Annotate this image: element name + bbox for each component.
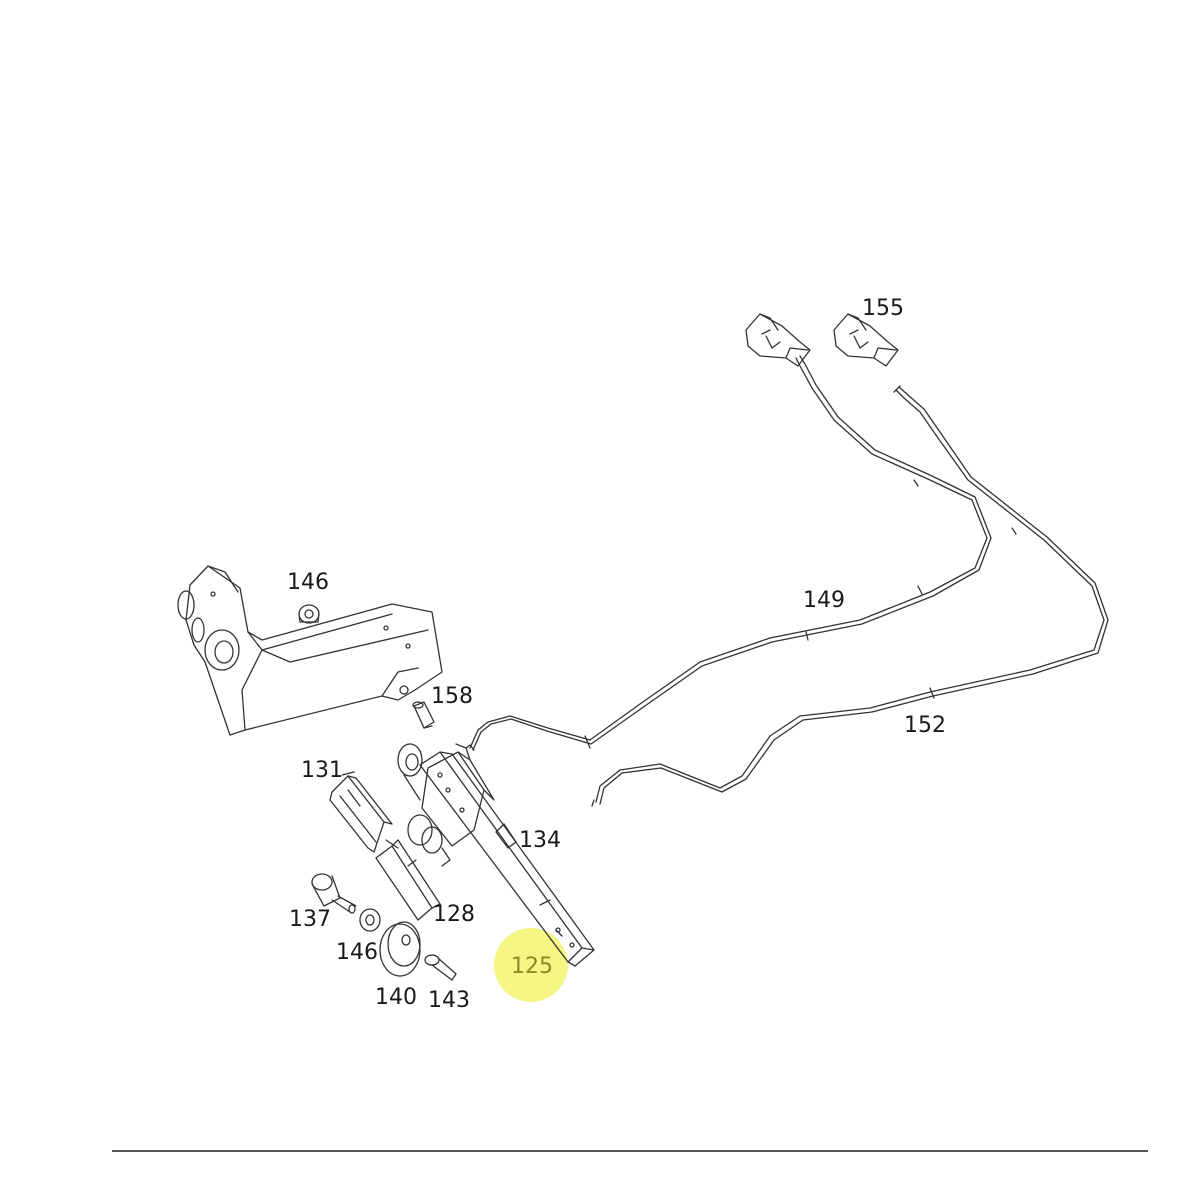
- label-131: 131: [301, 758, 343, 783]
- label-134: 134: [519, 828, 561, 853]
- label-149: 149: [803, 588, 845, 613]
- highlight-marker: [494, 928, 568, 1002]
- label-146-bottom: 146: [336, 940, 378, 965]
- screw-143: [424, 954, 457, 981]
- plate-131: [329, 771, 393, 853]
- cable-152: [591, 385, 1109, 807]
- plate-128: [375, 839, 441, 921]
- pin-134: [495, 823, 517, 849]
- nut-146-bottom: [359, 908, 381, 932]
- label-155: 155: [862, 296, 904, 321]
- mounting-bracket: [177, 565, 443, 736]
- footer-divider: [112, 1150, 1148, 1152]
- label-125: 125: [511, 954, 553, 979]
- label-143: 143: [428, 988, 470, 1013]
- pin-158: [412, 701, 435, 729]
- washer-140: [379, 921, 421, 977]
- label-140: 140: [375, 985, 417, 1010]
- label-128: 128: [433, 902, 475, 927]
- clip-155: [833, 313, 899, 367]
- nut-146-top: [298, 604, 320, 624]
- label-146-top: 146: [287, 570, 329, 595]
- cable-149: [465, 355, 992, 751]
- switch-arm-125: [397, 743, 595, 967]
- label-152: 152: [904, 713, 946, 738]
- label-158: 158: [431, 684, 473, 709]
- label-137: 137: [289, 907, 331, 932]
- stud-137: [311, 873, 357, 914]
- clip-left: [745, 313, 811, 367]
